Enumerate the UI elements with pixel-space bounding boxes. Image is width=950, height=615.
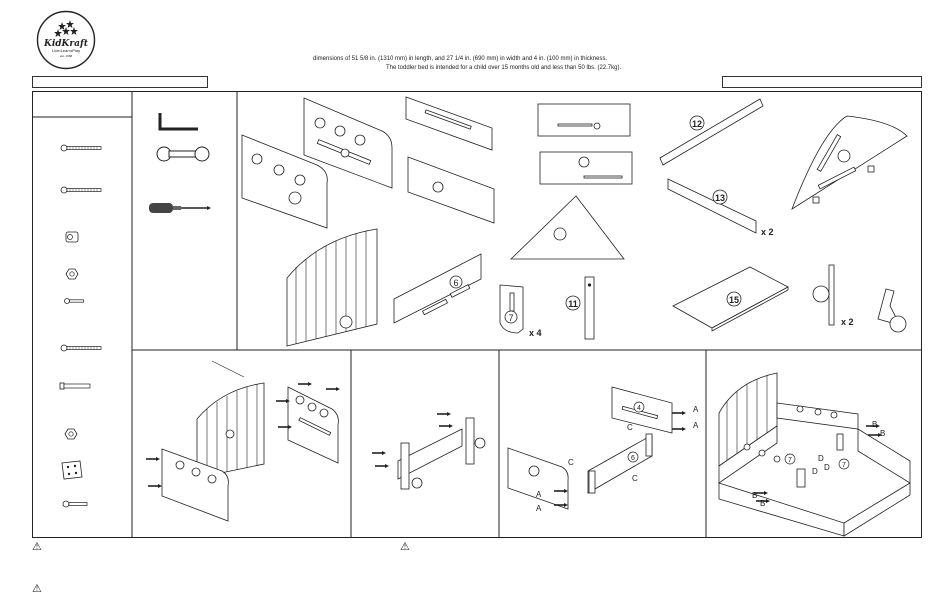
- step3-label-a: A: [693, 405, 699, 414]
- hardware-list: [59, 144, 102, 508]
- brand-name: KidKraft: [43, 39, 89, 49]
- step4-label-d3: D: [812, 467, 818, 476]
- step4-label-d2: D: [824, 463, 830, 472]
- intro-age-limit: The toddler bed is intended for a child …: [386, 65, 622, 71]
- label-part-7-qty: x 4: [529, 328, 542, 338]
- warning-icon: ⚠: [32, 583, 42, 595]
- part-corner-triangle: [510, 195, 625, 260]
- header-box-right: [722, 76, 922, 88]
- kidkraft-logo: KidKraft Live•Learn•Play est. 1968: [36, 10, 96, 70]
- step3-label-c: C: [627, 423, 633, 432]
- label-part-13-qty: x 2: [761, 227, 774, 237]
- step3-label-c2: C: [568, 458, 574, 467]
- step-4-diagram: [718, 372, 911, 537]
- step-2-diagram: [371, 411, 486, 490]
- wrench-icon: [156, 146, 210, 162]
- part-7: [499, 284, 524, 334]
- header-box-left: [32, 76, 208, 88]
- step3-label-a4: A: [536, 504, 542, 513]
- step4-part-7b: 7: [842, 462, 846, 469]
- label-part-12: 12: [692, 119, 702, 129]
- part-small-panel-1: [537, 103, 631, 137]
- step3-part-6: 6: [631, 455, 635, 462]
- part-side-rail-top: [405, 96, 493, 151]
- part-post: [812, 264, 835, 326]
- step4-label-d: D: [818, 454, 824, 463]
- intro-dimensions: dimensions of 51 5/8 in. (1310 mm) in le…: [313, 56, 608, 62]
- part-13: [667, 178, 757, 234]
- step4-label-b2: B: [880, 429, 885, 438]
- part-arched-headboard: [286, 228, 378, 347]
- warning-icon: ⚠: [32, 541, 42, 553]
- warning-icon: ⚠: [400, 541, 410, 553]
- step4-label-b4: B: [760, 499, 765, 508]
- step3-label-c3: C: [632, 474, 638, 483]
- part-11: [584, 276, 595, 340]
- brand-established: est. 1968: [60, 54, 73, 58]
- step4-label-b: B: [872, 420, 877, 429]
- label-part-15: 15: [729, 295, 739, 305]
- screwdriver-icon: [149, 203, 211, 213]
- part-12: [659, 98, 764, 166]
- brand-tagline: Live•Learn•Play: [52, 48, 80, 53]
- part-bracket: [877, 288, 907, 333]
- step4-part-7: 7: [788, 457, 792, 464]
- step3-label-a3: A: [536, 490, 542, 499]
- step3-label-a2: A: [693, 421, 699, 430]
- label-part-11: 11: [568, 299, 578, 309]
- label-post-qty: x 2: [841, 317, 854, 327]
- part-side-rail-bottom: [407, 156, 495, 224]
- instruction-sheet: 6 7 x 4 11 12 13 x 2 15 x 2: [32, 91, 922, 538]
- label-part-6: 6: [453, 278, 458, 288]
- step4-label-b3: B: [752, 491, 757, 500]
- part-6: [393, 253, 482, 324]
- label-part-7: 7: [508, 313, 513, 323]
- step-1-diagram: [145, 360, 341, 522]
- step-3-diagram: [507, 386, 687, 510]
- step3-part-4: 4: [637, 405, 641, 412]
- part-small-panel-2: [539, 151, 633, 185]
- part-headboard-panel: [303, 97, 393, 189]
- part-corner-shelf: [791, 115, 908, 210]
- label-part-13: 13: [715, 193, 725, 203]
- hex-key-icon: [158, 113, 198, 131]
- part-footboard: [241, 134, 328, 229]
